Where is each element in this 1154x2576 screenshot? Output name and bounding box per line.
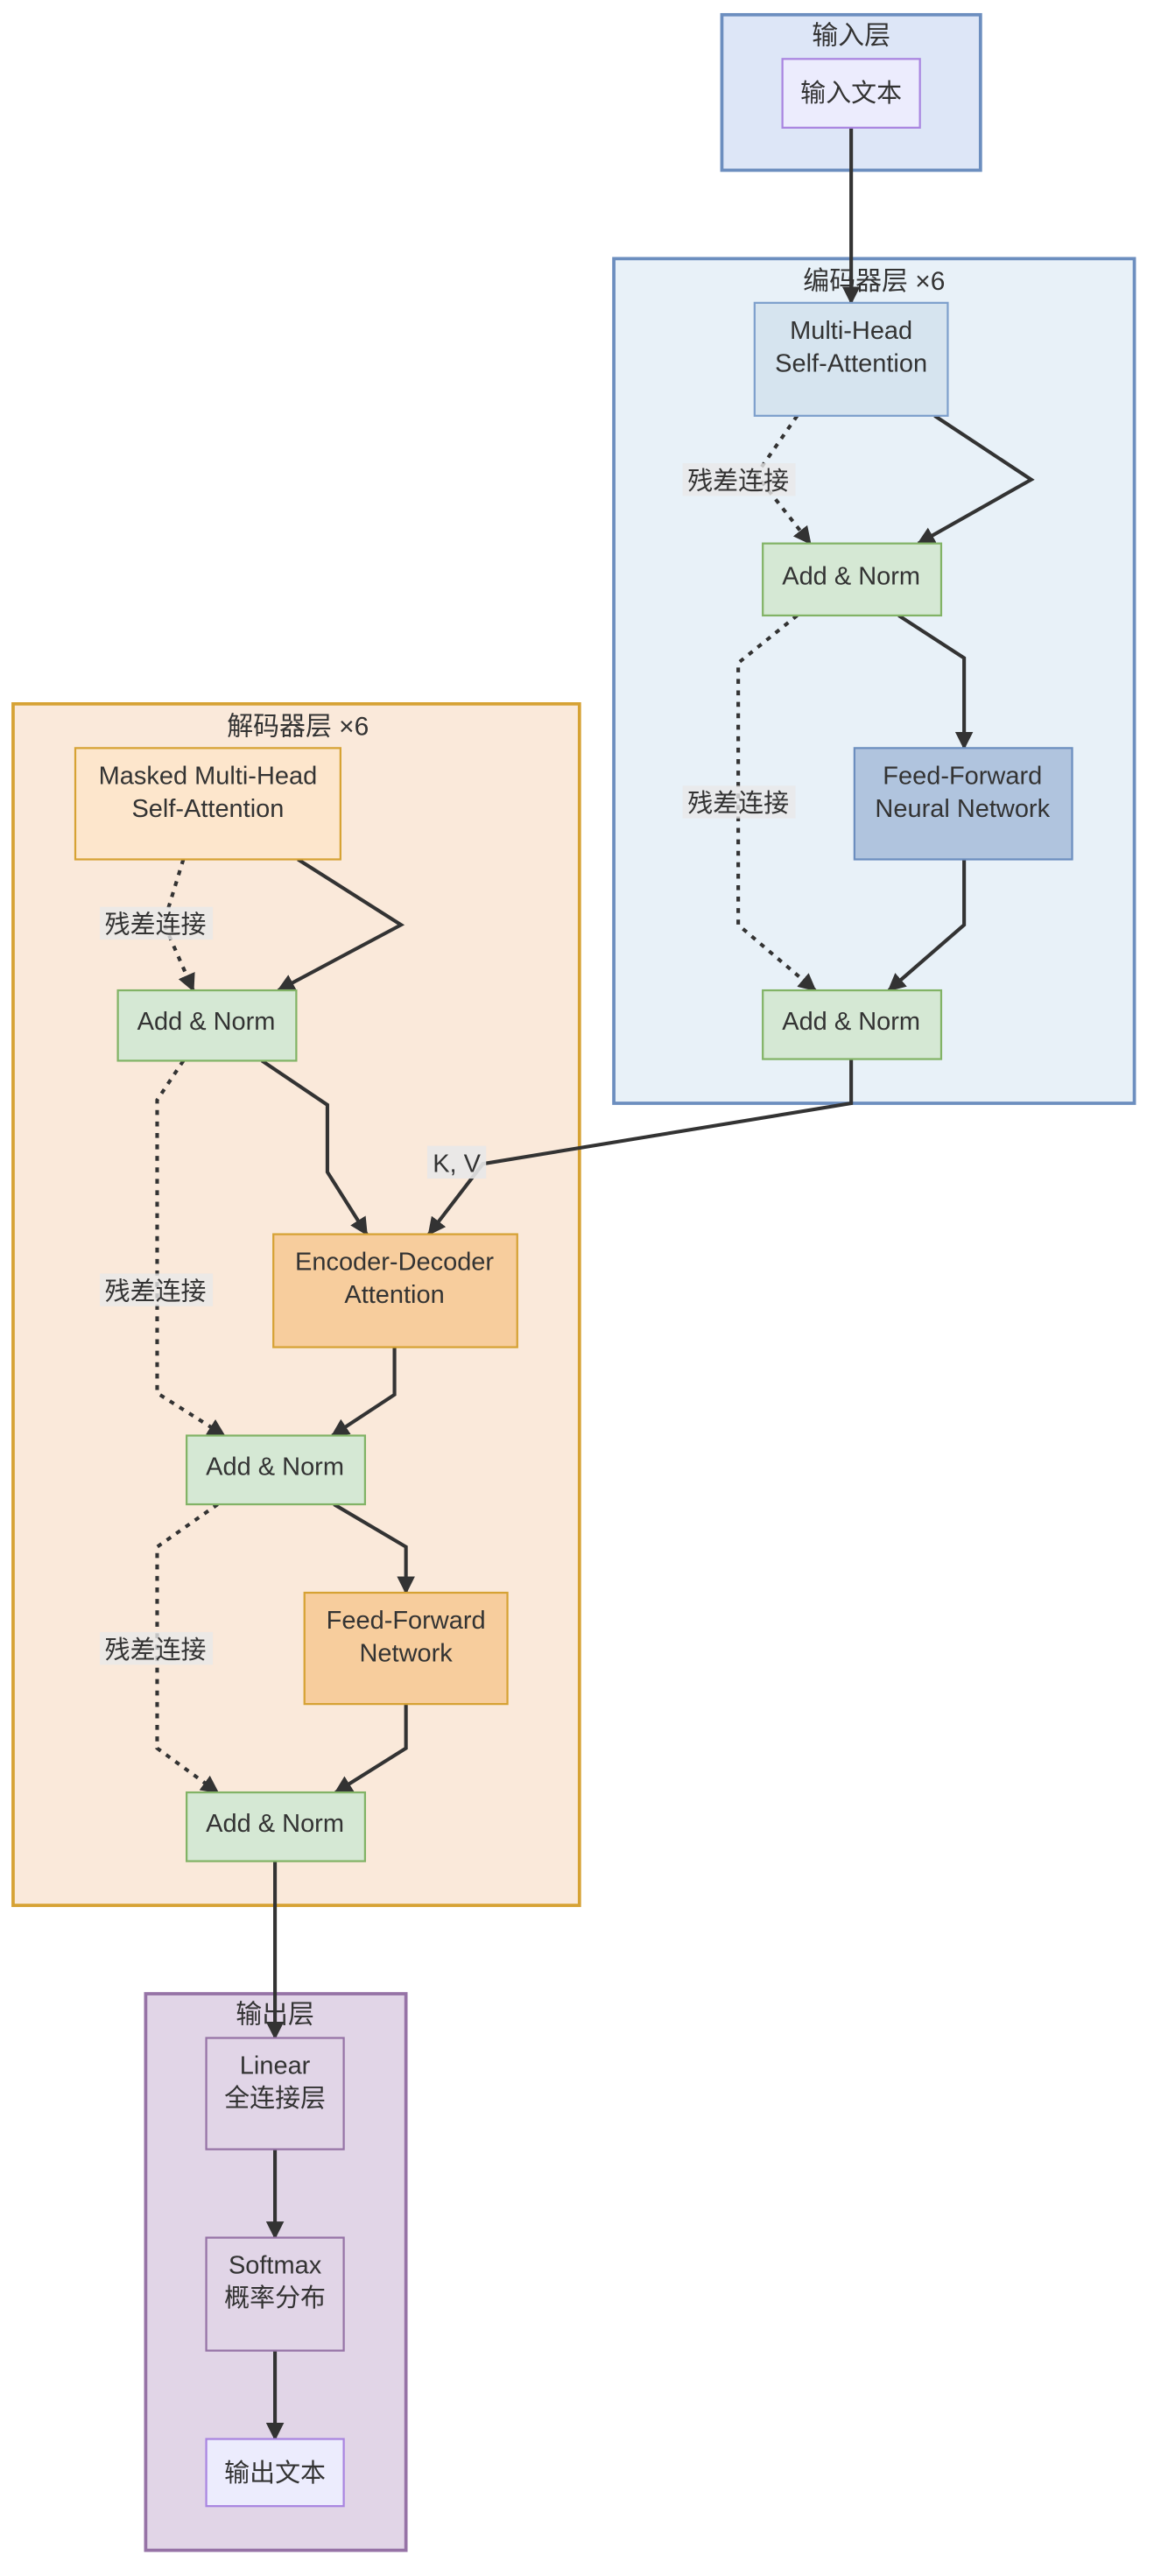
svg-text:Multi-Head: Multi-Head [790,317,912,345]
edge-norm2-to-ffn [333,1503,415,1595]
residual-label: 残差连接 [105,1636,207,1665]
svg-text:Feed-Forward: Feed-Forward [327,1607,486,1635]
node-multi-head-self-attention: Multi-Head Self-Attention [753,301,949,417]
node-input-text: 输入文本 [781,58,921,129]
edge-dec-residual-2 [155,1059,226,1438]
edge-mmhsa-to-norm1 [277,857,405,992]
svg-text:Add & Norm: Add & Norm [782,1008,920,1036]
residual-label: 残差连接 [105,1277,207,1306]
svg-text:Encoder-Decoder: Encoder-Decoder [295,1249,494,1277]
svg-text:Network: Network [360,1640,454,1668]
svg-text:Add & Norm: Add & Norm [206,1810,344,1838]
node-encoder-add-norm-1: Add & Norm [762,542,943,617]
svg-text:Add & Norm: Add & Norm [206,1453,344,1481]
kv-label: K, V [433,1151,481,1179]
svg-text:Self-Attention: Self-Attention [131,795,284,823]
residual-label: 残差连接 [105,911,207,940]
node-decoder-add-norm-2: Add & Norm [186,1434,367,1506]
svg-text:Softmax: Softmax [229,2252,322,2280]
svg-text:全连接层: 全连接层 [224,2085,326,2113]
svg-text:Feed-Forward: Feed-Forward [883,762,1042,790]
svg-text:Add & Norm: Add & Norm [782,562,920,590]
node-output-text: 输出文本 [205,2438,345,2508]
edge-encdec-to-norm2 [330,1347,397,1438]
node-encoder-decoder-attention: Encoder-Decoder Attention [272,1233,518,1348]
node-decoder-add-norm-1: Add & Norm [116,989,298,1062]
edge-ffn-to-norm3 [334,1704,408,1794]
node-linear: Linear 全连接层 [205,2037,345,2150]
svg-text:Self-Attention: Self-Attention [775,349,927,377]
svg-text:概率分布: 概率分布 [224,2284,326,2312]
edge-dec-residual-1 [161,858,195,992]
svg-text:Attention: Attention [344,1281,444,1309]
residual-label: 残差连接 [687,790,789,818]
node-masked-multi-head-self-attention: Masked Multi-Head Self-Attention [74,747,341,861]
edge-norm1-to-ffn [897,614,974,750]
cluster-title: 解码器层 ×6 [227,712,369,741]
cluster-title: 输入层 [812,21,890,50]
edge-labels: 残差连接 残差连接 残差连接 残差连接 残差连接 K, V [100,463,796,1665]
node-decoder-feed-forward: Feed-Forward Network [303,1591,509,1706]
svg-text:Add & Norm: Add & Norm [137,1008,276,1036]
svg-text:输出文本: 输出文本 [224,2460,326,2488]
svg-text:Linear: Linear [240,2052,311,2080]
edge-norm1-to-encdec [260,1059,369,1236]
node-decoder-add-norm-3: Add & Norm [186,1791,367,1862]
svg-text:Neural Network: Neural Network [875,795,1050,823]
edge-mhsa-to-norm1 [916,414,1035,545]
edge-encoder-kv [427,1059,854,1236]
residual-label: 残差连接 [687,468,789,496]
edges [155,127,1035,2441]
svg-text:Masked Multi-Head: Masked Multi-Head [99,762,318,790]
node-softmax: Softmax 概率分布 [205,2236,345,2352]
svg-text:输入文本: 输入文本 [800,80,902,108]
cluster-title: 编码器层 ×6 [803,267,945,296]
node-encoder-feed-forward: Feed-Forward Neural Network [853,747,1073,861]
edge-ffn-to-norm2 [887,859,967,992]
node-encoder-add-norm-2: Add & Norm [762,989,943,1060]
